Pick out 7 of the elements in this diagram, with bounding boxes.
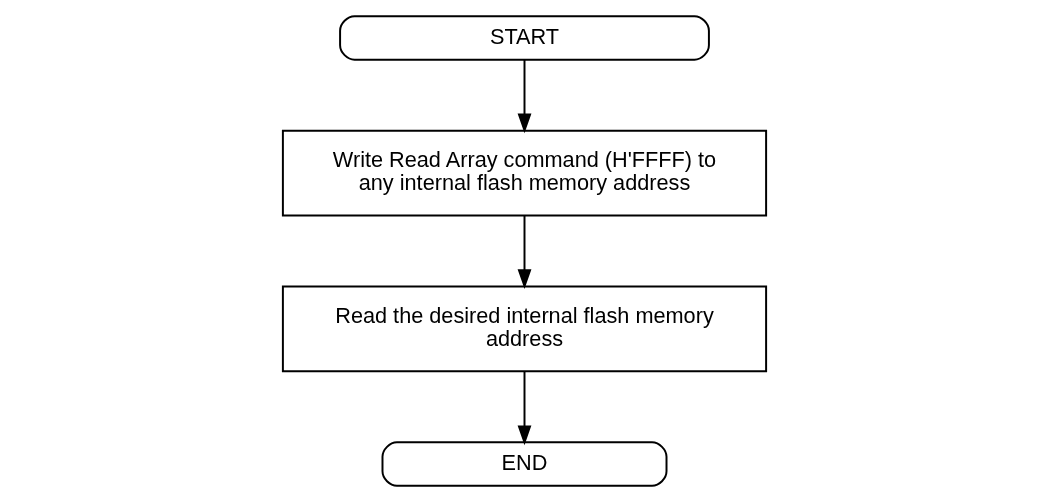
node-box: Read the desired internal flash memory address <box>281 285 767 373</box>
arrow <box>517 58 531 134</box>
arrow <box>517 370 531 446</box>
arrow <box>517 214 531 290</box>
node-box: START <box>338 15 710 61</box>
node-box: END <box>381 441 667 487</box>
node-box: Write Read Array command (H'FFFF) to any internal flash memory address <box>281 129 767 217</box>
